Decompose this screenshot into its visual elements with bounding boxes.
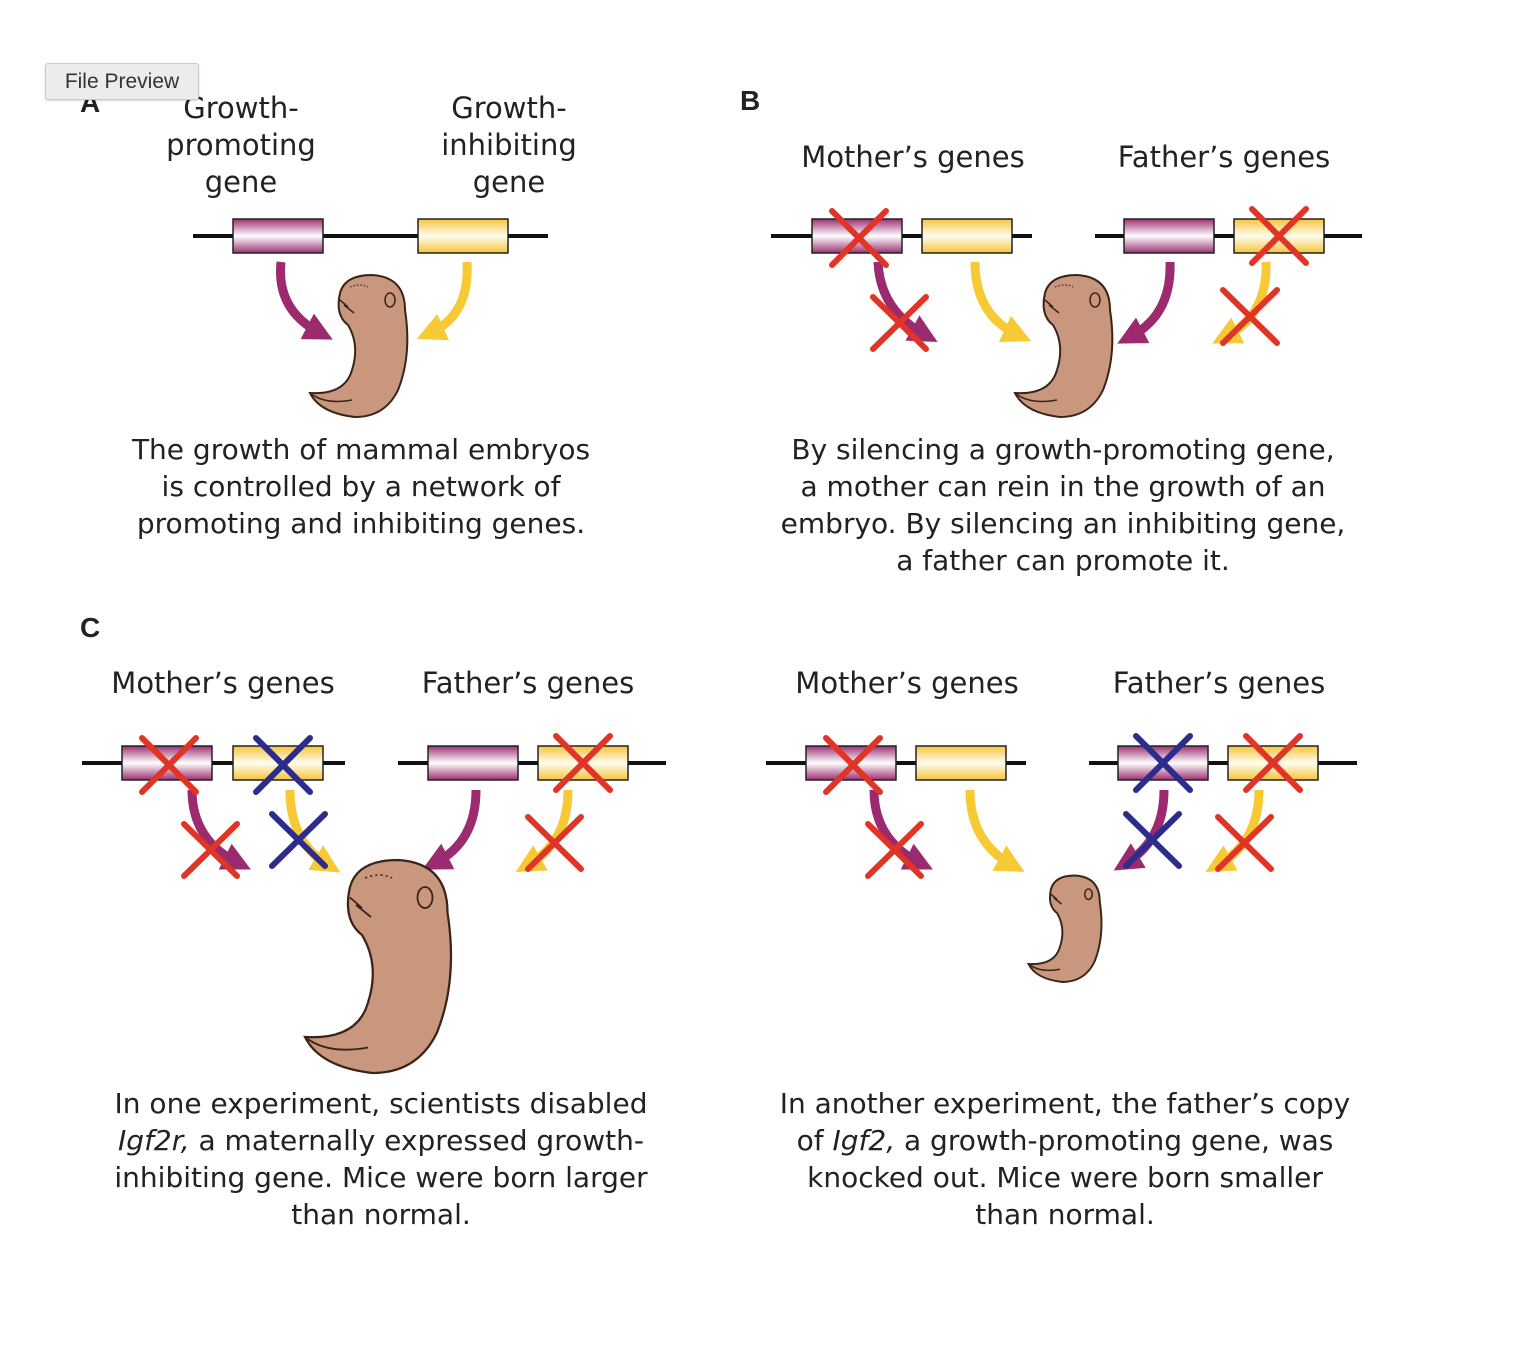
promoting-arrow: [869, 789, 933, 870]
red-cross-icon: [139, 735, 240, 879]
promoting-gene-box: [427, 745, 519, 781]
panel-letter-c: C: [80, 612, 100, 643]
red-cross-icon: [829, 208, 929, 352]
caption-c-left-line3: inhibiting gene. Mice were born larger: [114, 1161, 648, 1194]
mother-genes-label: Mother’s genes: [111, 666, 334, 700]
inhibiting-gene-box: [417, 218, 509, 254]
embryo-icon: [1013, 273, 1114, 419]
caption-c-left-line2: Igf2r, a maternally expressed growth-: [118, 1124, 644, 1157]
promoting-gene-box: [232, 218, 324, 254]
label-inhibiting-line3: gene: [473, 165, 545, 199]
caption-c-right-line4: than normal.: [975, 1198, 1155, 1231]
blue-cross-icon: [1123, 733, 1193, 869]
gene-name-igf2r: Igf2r,: [118, 1124, 190, 1157]
gene-name-igf2: Igf2,: [832, 1124, 895, 1157]
red-cross-icon: [1220, 206, 1309, 346]
large-embryo-icon: [303, 858, 453, 1075]
label-promoting-line1: Growth-: [183, 91, 298, 125]
caption-b-line3: embryo. By silencing an inhibiting gene,: [781, 507, 1346, 540]
label-promoting-line3: gene: [205, 165, 277, 199]
caption-a-line3: promoting and inhibiting genes.: [137, 507, 585, 540]
caption-c-right-line1: In another experiment, the father’s copy: [780, 1087, 1351, 1120]
panel-c-right: Mother’s genes Father’s genes: [766, 666, 1357, 1231]
father-genes-label: Father’s genes: [1113, 666, 1325, 700]
caption-a-line1: The growth of mammal embryos: [131, 433, 590, 466]
caption-c-right-line2: of Igf2, a growth-promoting gene, was: [797, 1124, 1334, 1157]
caption-b-line1: By silencing a growth-promoting gene,: [791, 433, 1334, 466]
inhibiting-arrow: [416, 261, 472, 341]
mother-genes-label: Mother’s genes: [795, 666, 1018, 700]
file-preview-tooltip: File Preview: [45, 63, 199, 100]
inhibiting-arrow: [965, 789, 1025, 872]
caption-a-line2: is controlled by a network of: [162, 470, 562, 503]
caption-b-line4: a father can promote it.: [896, 544, 1230, 577]
father-genes-label: Father’s genes: [422, 666, 634, 700]
mother-genes-label: Mother’s genes: [801, 140, 1024, 174]
panel-letter-b: B: [740, 85, 760, 116]
promoting-arrow: [275, 261, 333, 340]
panel-c-left: C Mother’s genes Father’s genes: [80, 612, 666, 1231]
caption-c-left-line1: In one experiment, scientists disabled: [115, 1087, 648, 1120]
inhibiting-arrow: [970, 261, 1032, 342]
promoting-arrow: [422, 789, 481, 870]
red-cross-icon: [1215, 733, 1303, 872]
embryo-icon: [308, 273, 409, 419]
promoting-arrow: [187, 789, 251, 870]
small-embryo-icon: [1026, 874, 1103, 983]
caption-b-line2: a mother can rein in the growth of an: [801, 470, 1326, 503]
label-promoting-line2: promoting: [166, 128, 316, 162]
red-cross-icon: [823, 735, 924, 879]
blue-cross-icon: [253, 735, 328, 869]
panel-a: A Growth- promoting gene Growth- inhibit…: [80, 87, 590, 540]
label-inhibiting-line1: Growth-: [451, 91, 566, 125]
inhibiting-gene-box: [921, 218, 1013, 254]
panel-b: B Mother’s genes Father’s genes: [740, 85, 1362, 577]
red-cross-icon: [525, 733, 613, 872]
promoting-arrow: [1113, 789, 1169, 871]
promoting-arrow: [873, 261, 938, 342]
label-inhibiting-line2: inhibiting: [441, 128, 577, 162]
promoting-gene-box: [1123, 218, 1215, 254]
father-genes-label: Father’s genes: [1118, 140, 1330, 174]
caption-c-left-line4: than normal.: [291, 1198, 471, 1231]
caption-c-right-line3: knocked out. Mice were born smaller: [807, 1161, 1323, 1194]
inhibiting-gene-box: [915, 745, 1007, 781]
promoting-arrow: [1117, 261, 1175, 344]
